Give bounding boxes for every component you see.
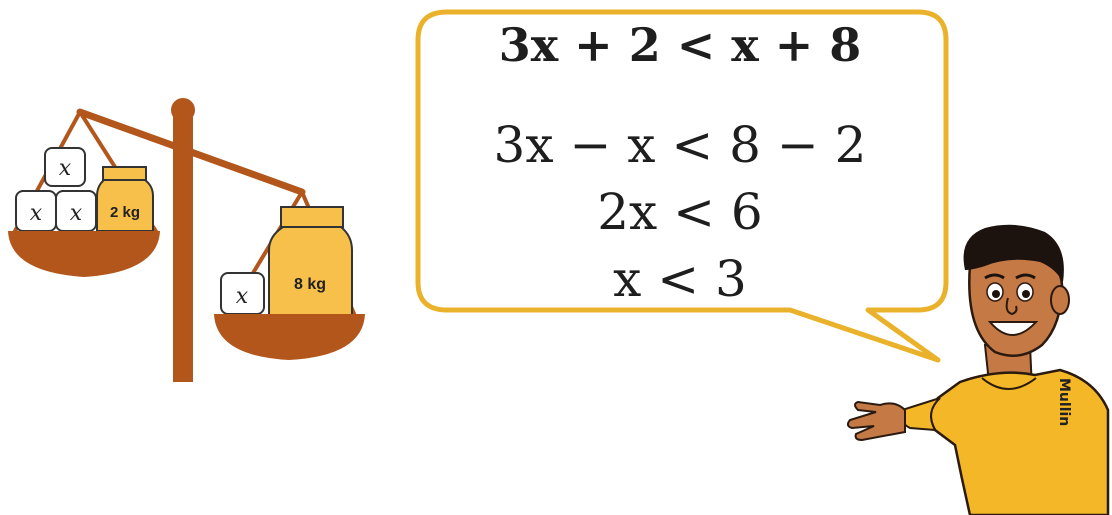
boy-nose: [1005, 297, 1018, 316]
x-box-label: x: [59, 156, 72, 181]
boy-brow: [1015, 273, 1036, 280]
speech-bubble: [415, 9, 949, 363]
x-box-label: x: [70, 201, 83, 226]
solution-step-2: 2x < 6: [597, 183, 763, 241]
x-box-label: x: [236, 284, 249, 309]
x-box-label: x: [30, 201, 43, 226]
scale-stand: [173, 115, 193, 382]
scale-knob: [171, 98, 195, 122]
artist-signature: Mullin: [1056, 378, 1072, 427]
weight-jar: [268, 226, 353, 316]
boy-character: [846, 224, 1110, 515]
boy-brow: [984, 273, 1005, 280]
boy-pupil: [992, 290, 1000, 298]
boy-hair: [963, 224, 1064, 282]
boy-collar: [981, 377, 1037, 390]
solution-step-1: 3x − x < 8 − 2: [493, 116, 867, 174]
scale-beam: [76, 108, 306, 196]
jar-label: 2 kg: [110, 204, 140, 221]
left-pan: [8, 231, 160, 277]
boy-shirt: [929, 368, 1110, 515]
right-pan: [214, 314, 365, 360]
jar-label: 8 kg: [294, 276, 326, 293]
jar-lid: [280, 206, 344, 228]
boy-pupil: [1022, 290, 1030, 298]
right-pan-weights: x 8 kg: [220, 206, 353, 316]
boy-ear: [1050, 285, 1070, 315]
balance-scale: x x x 2 kg x 8 kg: [8, 98, 365, 382]
boy-mouth: [987, 321, 1039, 336]
jar-lid: [102, 166, 147, 181]
x-box: [44, 147, 86, 187]
solution-step-3: x < 3: [613, 250, 747, 308]
boy-hand: [846, 400, 906, 442]
inequality-title: 3x + 2 < x + 8: [498, 18, 862, 72]
